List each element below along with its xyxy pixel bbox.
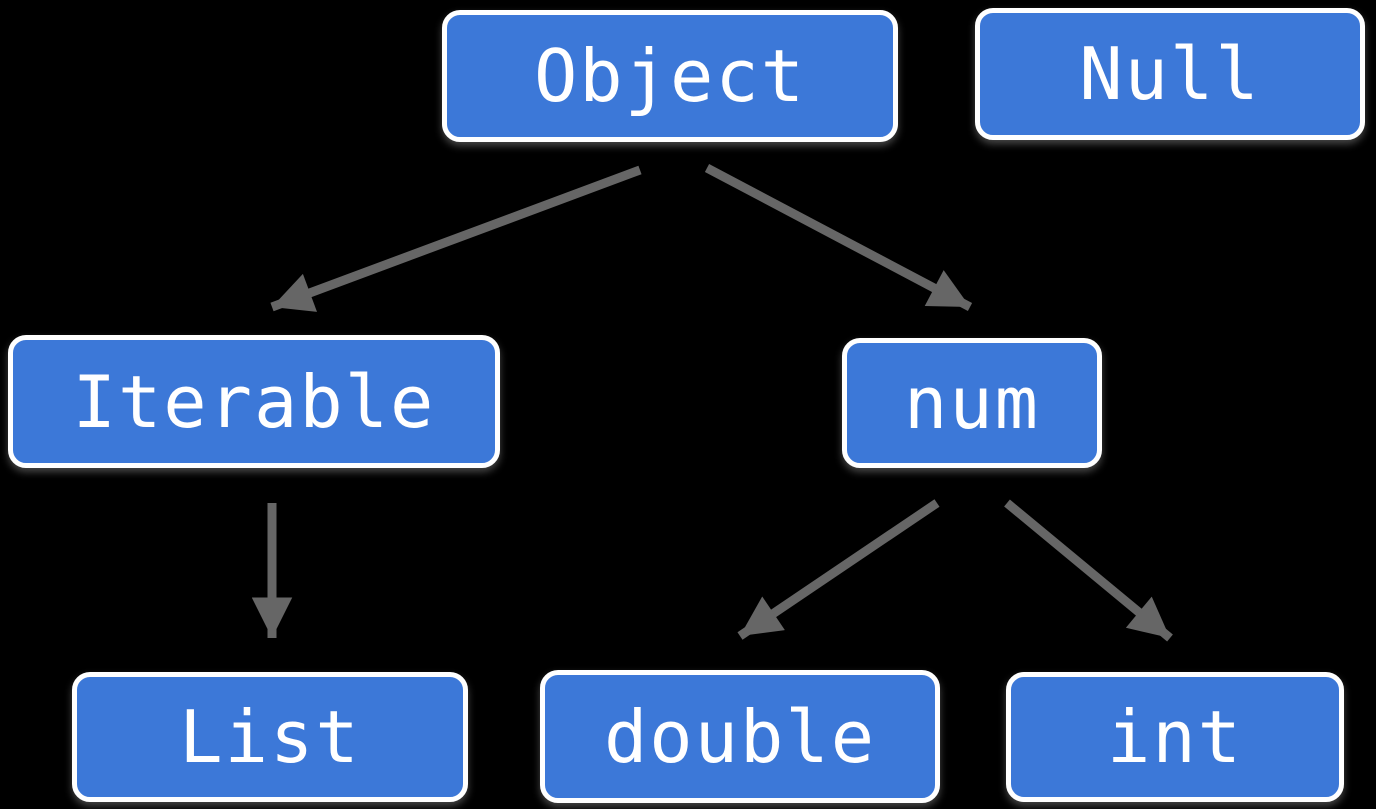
node-num-label: num: [903, 361, 1041, 445]
node-null: Null: [975, 8, 1365, 140]
arrow-num-to-int: [1004, 499, 1173, 642]
arrow-object-to-num: [704, 164, 973, 311]
node-int-label: int: [1106, 695, 1244, 779]
arrow-num-to-double: [737, 499, 940, 640]
node-double: double: [540, 670, 940, 803]
node-int: int: [1006, 672, 1344, 802]
node-iterable-label: Iterable: [72, 359, 436, 444]
node-double-label: double: [603, 694, 877, 779]
node-list-label: List: [179, 695, 361, 779]
node-num: num: [842, 338, 1102, 468]
node-object-label: Object: [533, 34, 807, 118]
node-list: List: [72, 672, 468, 802]
node-iterable: Iterable: [8, 335, 500, 468]
node-object: Object: [442, 10, 898, 142]
arrow-object-to-iterable: [270, 165, 642, 312]
node-null-label: Null: [1079, 32, 1261, 116]
